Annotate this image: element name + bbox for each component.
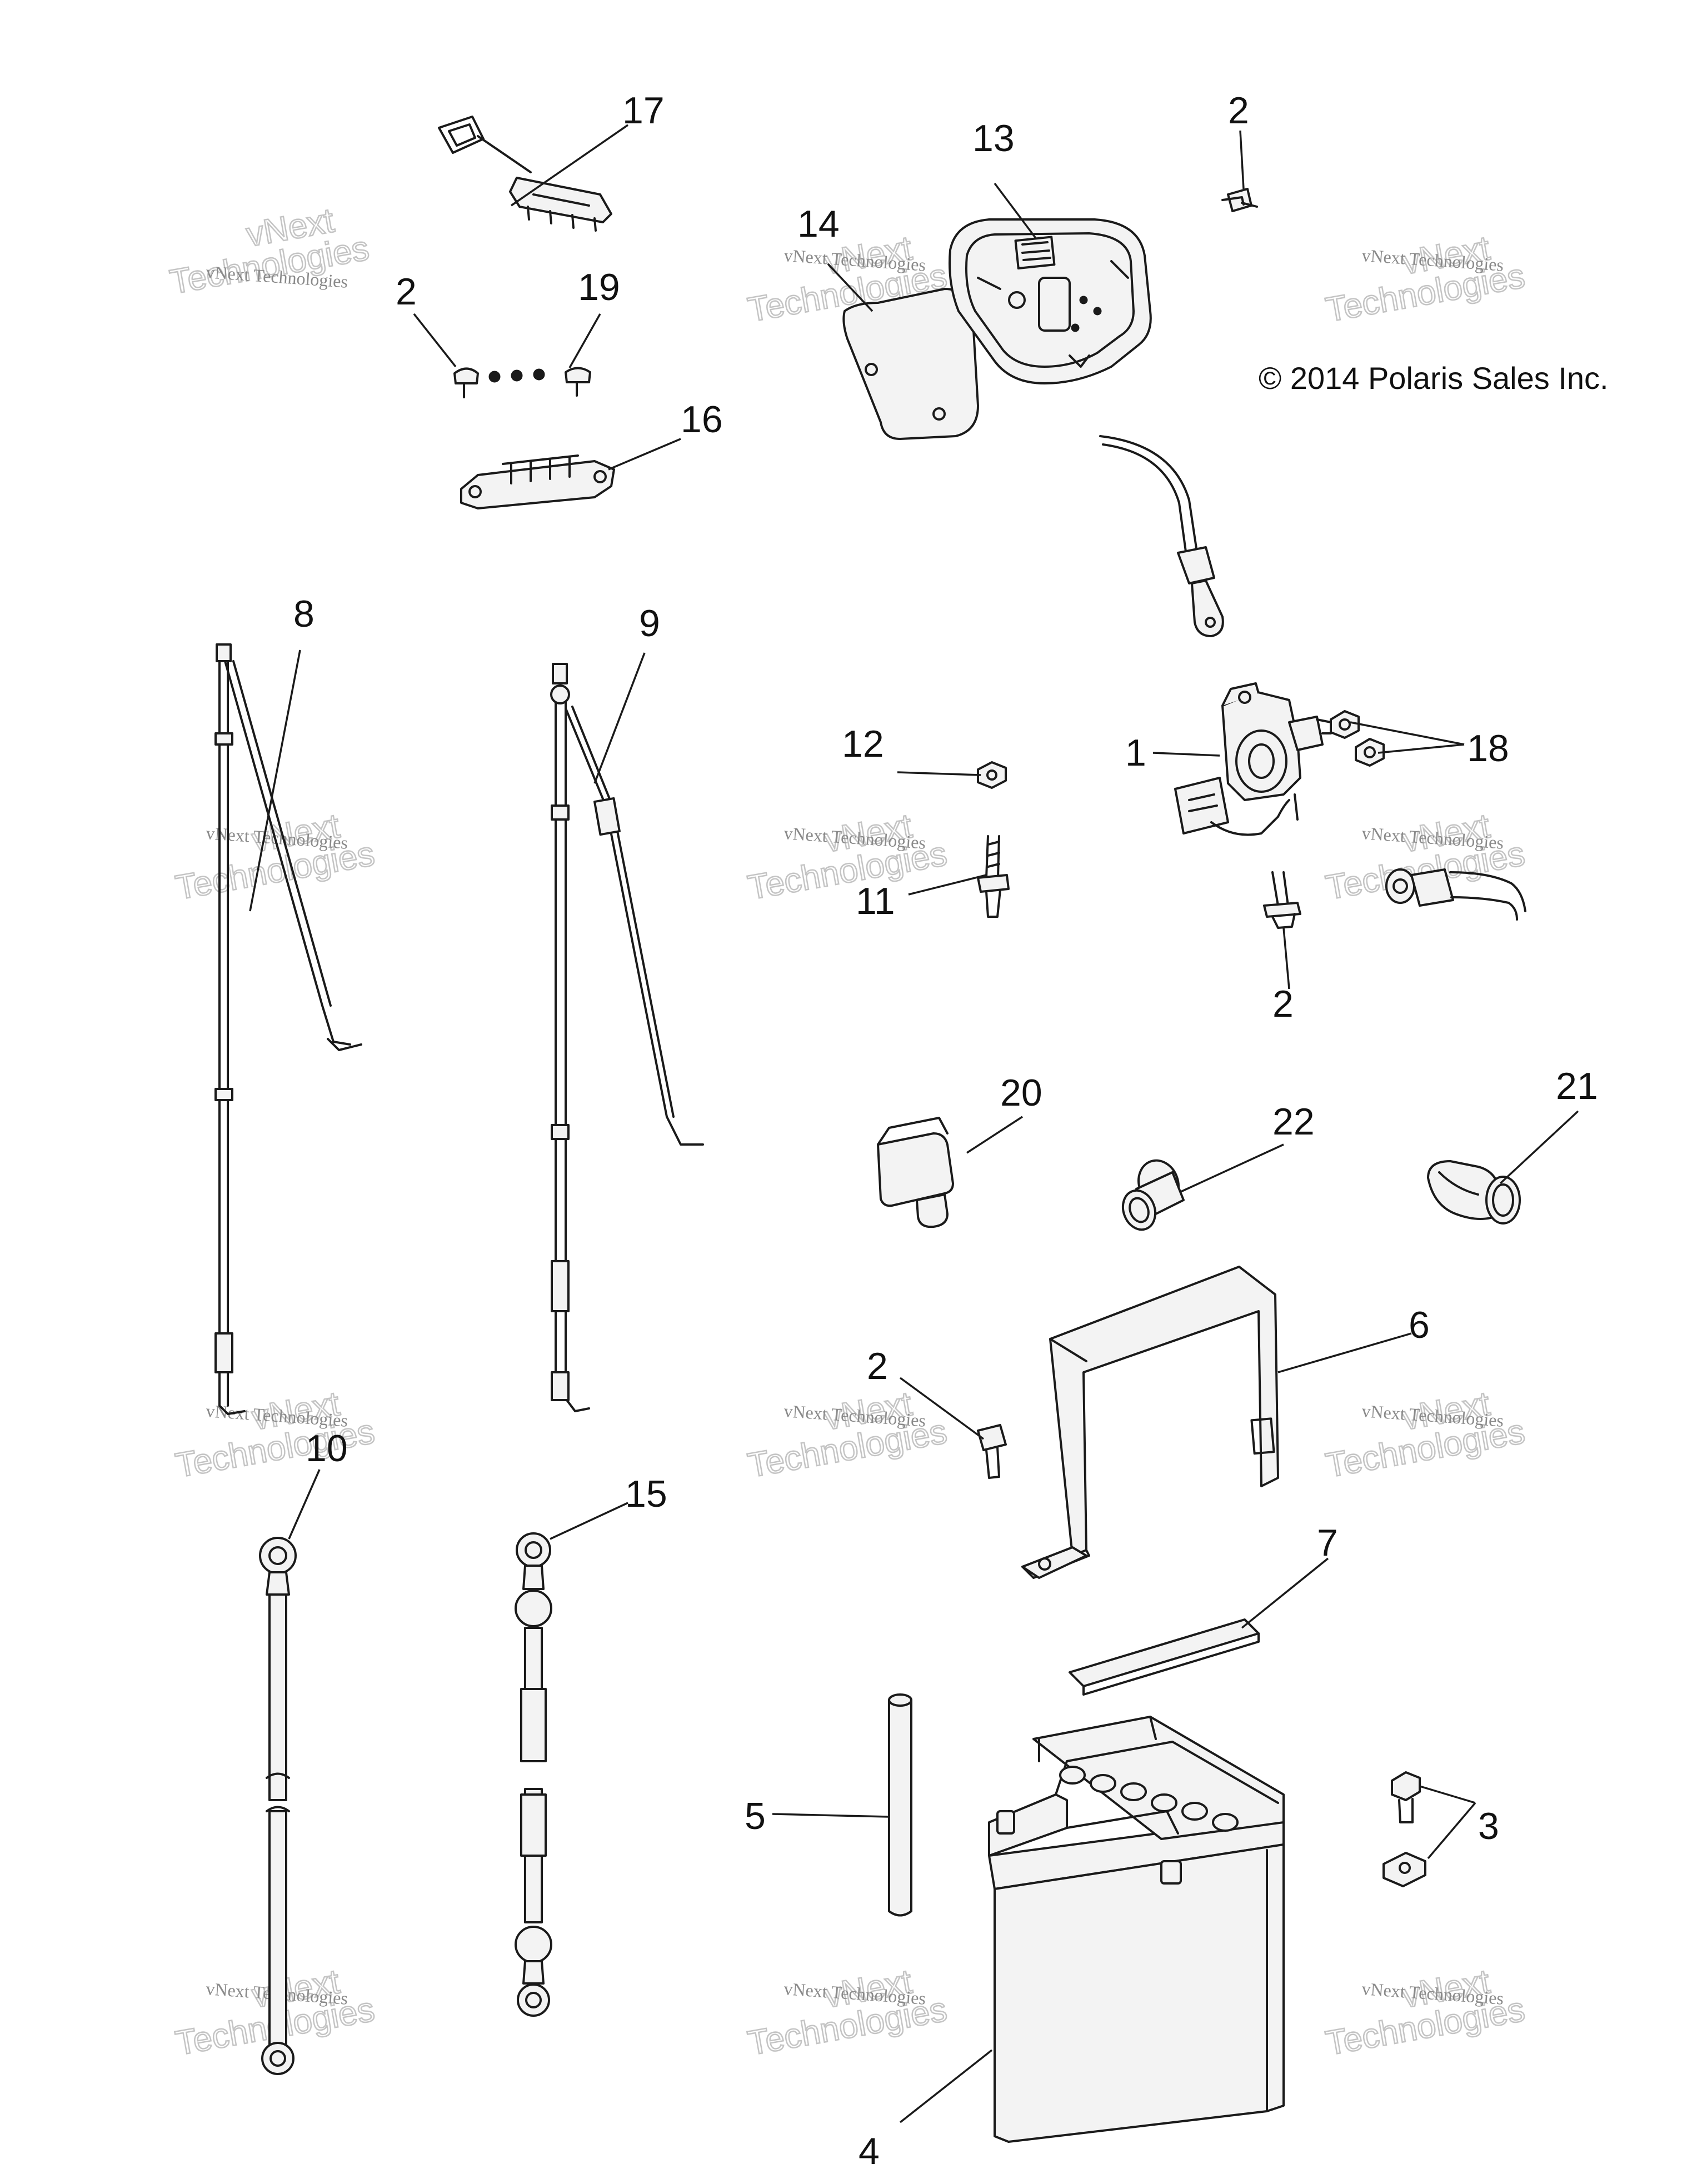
callout-2: 2 (1228, 89, 1249, 132)
part-10-battery-cable (259, 1537, 297, 2075)
callout-8: 8 (293, 593, 315, 635)
callout-10: 10 (306, 1427, 348, 1470)
part-22-terminal-cap (1121, 1159, 1185, 1231)
part-15-battery-cable (515, 1532, 552, 2017)
part-21-elbow-boot (1427, 1160, 1521, 1225)
watermarks: Technologies vNext vNext Technologies Te… (167, 201, 1529, 2063)
part-4-battery (988, 1716, 1285, 2143)
part-11-stud (977, 835, 1010, 918)
callout-11: 11 (856, 880, 895, 922)
copyright-notice: © 2014 Polaris Sales Inc. (1259, 361, 1609, 396)
callout-12: 12 (842, 723, 884, 765)
part-2-screw-solenoid (1263, 871, 1301, 929)
callout-21: 21 (1556, 1065, 1598, 1107)
callout-14: 14 (797, 203, 840, 245)
part-2-screw-bracket (977, 1424, 1007, 1479)
part-18-nuts (1330, 710, 1385, 767)
part-12-nut (977, 761, 1007, 789)
callout-20: 20 (1000, 1072, 1042, 1114)
part-9-cable (550, 663, 704, 1412)
callout-2: 2 (1272, 983, 1294, 1025)
callout-15: 15 (625, 1473, 667, 1515)
part-2-screw-top (1221, 188, 1258, 212)
callout-16: 16 (681, 398, 723, 441)
cable-ground-lead (1385, 868, 1526, 921)
part-1-solenoid (1174, 682, 1332, 836)
callout-7: 7 (1317, 1522, 1338, 1564)
part-7-pad (1069, 1618, 1260, 1696)
callout-2: 2 (867, 1345, 888, 1387)
part-19-fasteners (453, 367, 591, 398)
callout-19: 19 (578, 266, 620, 308)
callout-6: 6 (1409, 1304, 1430, 1346)
leader-lines (249, 124, 1579, 2123)
part-14-cover-plate (842, 288, 979, 440)
callout-5: 5 (745, 1795, 766, 1837)
part-20-terminal-boot (877, 1117, 954, 1228)
callout-3: 3 (1478, 1805, 1499, 1847)
part-5-vent-tube (888, 1693, 912, 1917)
cable-relay-lead (1099, 435, 1224, 637)
part-13-relay-housing (949, 218, 1152, 384)
callout-1: 1 (1125, 732, 1146, 774)
callout-13: 13 (972, 117, 1015, 159)
callout-2: 2 (396, 271, 417, 313)
callout-labels: 17 13 2 14 2 19 16 8 9 12 1 18 11 2 20 2… (293, 89, 1598, 2172)
callout-9: 9 (639, 602, 660, 644)
callout-4: 4 (859, 2130, 880, 2172)
part-16-terminal-block (460, 454, 615, 509)
part-3-bolt-nut (1382, 1771, 1426, 1887)
callout-18: 18 (1467, 727, 1509, 769)
part-17-tag-plug (438, 116, 612, 232)
part-8-cable (214, 643, 362, 1415)
callout-17: 17 (622, 89, 665, 132)
callout-22: 22 (1272, 1101, 1315, 1143)
part-6-battery-bracket (1021, 1266, 1279, 1579)
